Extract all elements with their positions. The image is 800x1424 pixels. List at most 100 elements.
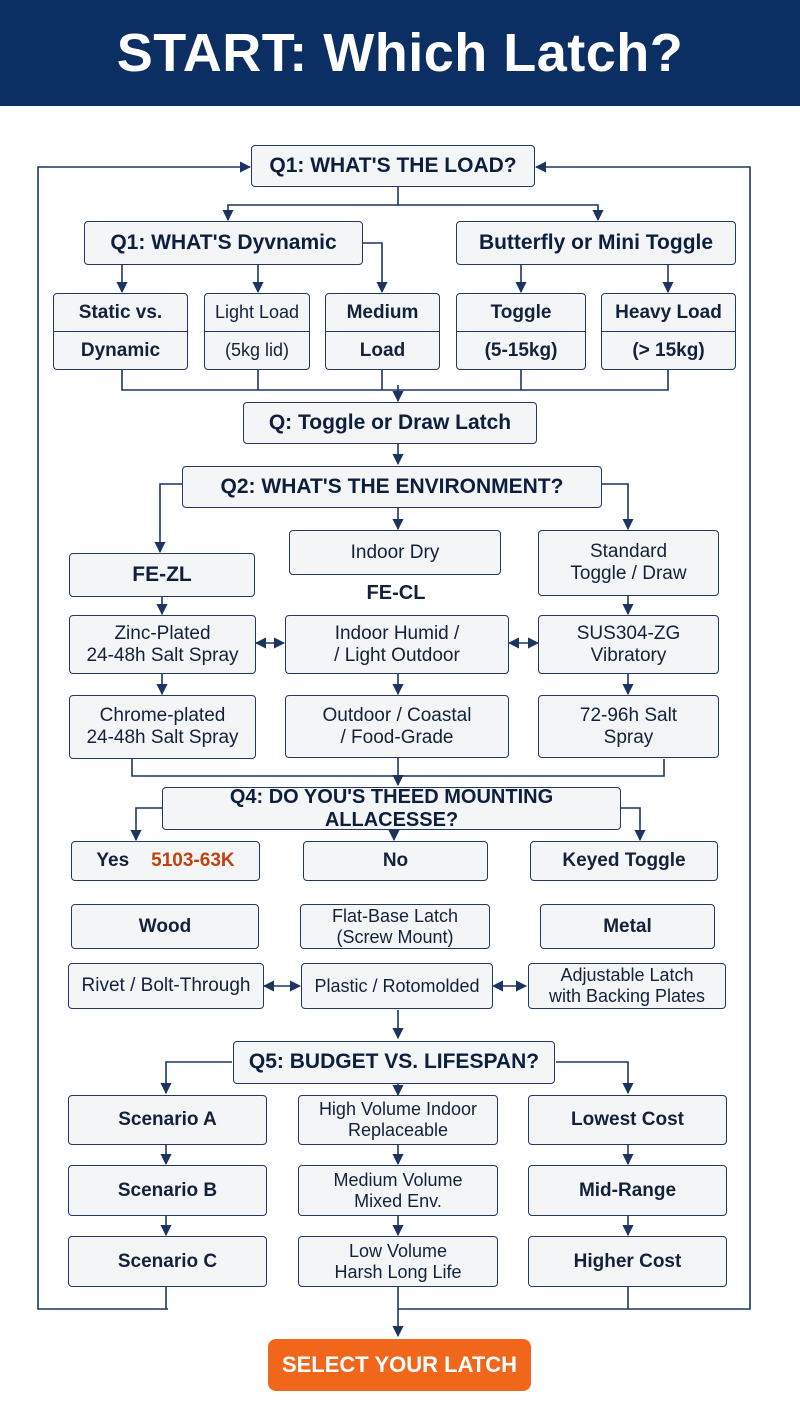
fe-cl-label: FE-CL [366,582,426,604]
q4-mounting-question[interactable]: Q4: DO YOU'S THEED MOUNTING ALLACESSE? [162,785,621,831]
coastal-line: Outdoor / Coastal [322,704,472,726]
option-line: Toggle [490,301,552,323]
zinc-line: Zinc-Plated [114,622,211,644]
q1-dynamic-question[interactable]: Q1: WHAT'S Dyvnamic [84,221,363,265]
option-line: Light Load [214,302,300,323]
option-line: (5kg lid) [205,331,309,369]
chrome-line: 24-48h Salt Spray [86,727,239,748]
indoor-dry-label: Indoor Dry [350,541,440,563]
volume-line: Low Volume [348,1240,448,1261]
title-banner: START: Which Latch? [0,0,800,106]
volume-line: Replaceable [347,1120,449,1140]
wood-label: Wood [138,915,192,937]
flat-base-line: Flat-Base Latch [331,905,459,926]
option-line: Heavy Load [615,301,722,323]
keyed-label: Keyed Toggle [562,850,686,872]
yes-option[interactable]: Yes 5103-63K [71,841,260,881]
option-static-dynamic[interactable]: Static vs. Dynamic [53,293,188,370]
lowest-cost-option[interactable]: Lowest Cost [528,1095,727,1145]
indoor-dry-option[interactable]: Indoor Dry [289,530,501,575]
toggle-type-question[interactable]: Butterfly or Mini Toggle [456,221,736,265]
toggle-draw-label: Q: Toggle or Draw Latch [268,410,512,434]
q2-label: Q2: WHAT'S THE ENVIRONMENT? [220,474,564,498]
q1-label: Q1: WHAT'S THE LOAD? [269,153,517,177]
standard-label-line: Standard [589,541,668,563]
option-line: Static vs. [78,301,163,323]
option-line: (5-15kg) [457,331,585,369]
option-heavy-load[interactable]: Heavy Load (> 15kg) [601,293,736,370]
indoor-humid-option[interactable]: Indoor Humid / / Light Outdoor [285,615,509,674]
higher-cost-option[interactable]: Higher Cost [528,1236,727,1287]
standard-label-line: Toggle / Draw [570,563,687,584]
select-latch-label: SELECT YOUR LATCH [281,1352,518,1377]
high-volume-option[interactable]: High Volume Indoor Replaceable [298,1095,498,1145]
option-line: Medium [346,301,419,323]
select-latch-button[interactable]: SELECT YOUR LATCH [268,1339,531,1391]
chrome-line: Chrome-plated [99,705,226,727]
option-medium-load[interactable]: Medium Load [325,293,440,370]
fe-zl-label: FE-ZL [132,562,192,586]
zinc-plated-option[interactable]: Zinc-Plated 24-48h Salt Spray [69,615,256,674]
option-line: (> 15kg) [602,331,735,369]
fe-zl-option[interactable]: FE-ZL [69,553,255,597]
chrome-plated-option[interactable]: Chrome-plated 24-48h Salt Spray [69,695,256,759]
adjustable-line: with Backing Plates [548,986,706,1006]
sus-line: Vibratory [590,644,667,666]
adjustable-latch-option[interactable]: Adjustable Latch with Backing Plates [528,963,726,1009]
salt-line: Spray [603,726,654,748]
adjustable-line: Adjustable Latch [560,965,694,986]
option-line: Load [326,331,439,369]
toggle-draw-question[interactable]: Q: Toggle or Draw Latch [243,402,537,444]
volume-line: High Volume Indoor [318,1099,478,1120]
q1-load-question[interactable]: Q1: WHAT'S THE LOAD? [251,145,535,187]
sus-line: SUS304-ZG [576,622,681,644]
standard-toggle-option[interactable]: Standard Toggle / Draw [538,530,719,596]
humid-line: / Light Outdoor [334,644,460,666]
keyed-toggle-option[interactable]: Keyed Toggle [530,841,718,881]
scenario-a[interactable]: Scenario A [68,1095,267,1145]
yes-label: Yes [96,850,130,872]
option-toggle[interactable]: Toggle (5-15kg) [456,293,586,370]
rivet-label: Rivet / Bolt-Through [81,975,251,997]
humid-line: Indoor Humid / [334,622,460,644]
volume-line: Medium Volume [333,1169,463,1190]
metal-label: Metal [603,915,652,937]
volume-line: Harsh Long Life [334,1261,462,1282]
medium-volume-option[interactable]: Medium Volume Mixed Env. [298,1165,498,1216]
salt-spray-option[interactable]: 72-96h Salt Spray [538,695,719,758]
q5-budget-question[interactable]: Q5: BUDGET VS. LIFESPAN? [233,1041,555,1084]
flat-base-latch-option[interactable]: Flat-Base Latch (Screw Mount) [300,904,490,949]
part-number: 5103-63K [151,850,235,872]
scenario-c[interactable]: Scenario C [68,1236,267,1287]
plastic-option[interactable]: Plastic / Rotomolded [301,963,493,1009]
metal-option[interactable]: Metal [540,904,715,949]
option-light-load[interactable]: Light Load (5kg lid) [204,293,310,370]
sus304-option[interactable]: SUS304-ZG Vibratory [538,615,719,674]
rivet-option[interactable]: Rivet / Bolt-Through [68,963,264,1009]
q4-label: Q4: DO YOU'S THEED MOUNTING ALLACESSE? [229,785,554,831]
coastal-line: / Food-Grade [340,726,454,748]
q5-label: Q5: BUDGET VS. LIFESPAN? [248,1050,540,1074]
outdoor-coastal-option[interactable]: Outdoor / Coastal / Food-Grade [285,695,509,758]
cost-label: Mid-Range [578,1179,677,1201]
mid-range-option[interactable]: Mid-Range [528,1165,727,1216]
no-option[interactable]: No [303,841,488,881]
scenario-label: Scenario C [117,1250,218,1272]
q1-dynamic-label: Q1: WHAT'S Dyvnamic [110,230,337,254]
cost-label: Lowest Cost [571,1109,684,1131]
wood-option[interactable]: Wood [71,904,259,949]
scenario-label: Scenario B [117,1179,218,1201]
page-title: START: Which Latch? [116,23,684,83]
cost-label: Higher Cost [573,1250,682,1272]
toggle-type-label: Butterfly or Mini Toggle [478,230,714,254]
scenario-label: Scenario A [118,1109,217,1131]
low-volume-option[interactable]: Low Volume Harsh Long Life [298,1236,498,1287]
plastic-label: Plastic / Rotomolded [314,975,480,996]
volume-line: Mixed Env. [354,1190,442,1211]
no-label: No [382,850,409,872]
option-line: Dynamic [54,331,187,369]
q2-environment-question[interactable]: Q2: WHAT'S THE ENVIRONMENT? [182,466,602,508]
zinc-line: 24-48h Salt Spray [86,644,239,666]
flat-base-line: (Screw Mount) [336,926,454,947]
scenario-b[interactable]: Scenario B [68,1165,267,1216]
